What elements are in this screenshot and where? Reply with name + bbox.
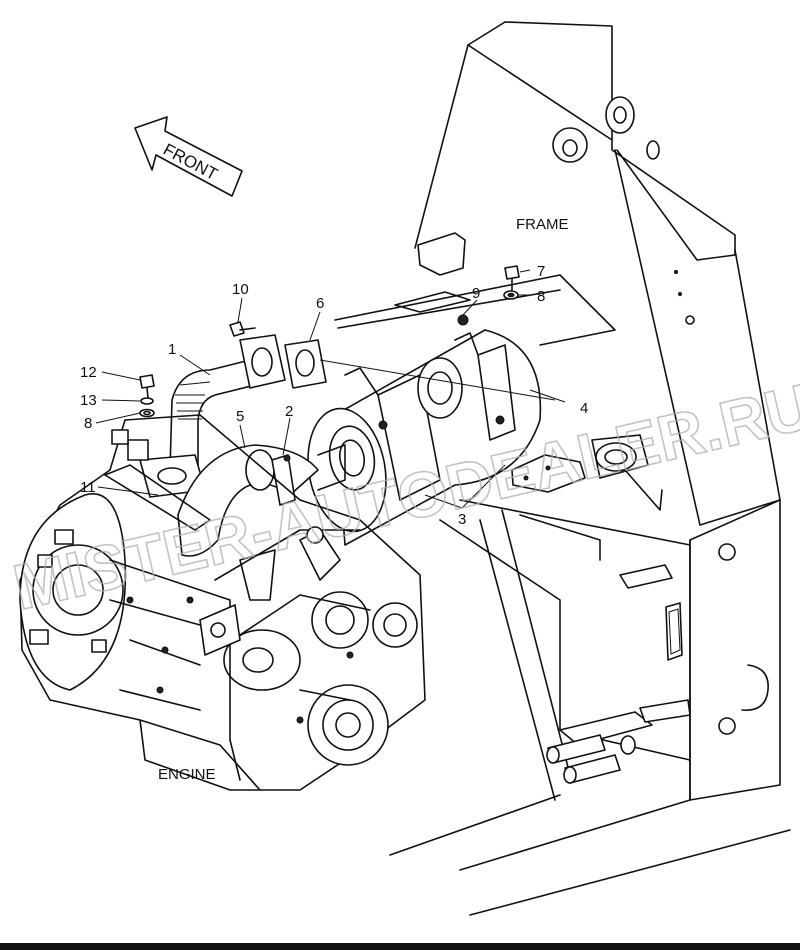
callout-3: 3	[458, 511, 466, 528]
callout-7: 7	[537, 263, 545, 280]
leader-lines	[95, 269, 566, 509]
engine	[19, 414, 426, 791]
callout-13: 13	[80, 392, 97, 409]
callout-6: 6	[316, 295, 324, 312]
frame-label: FRAME	[516, 216, 569, 233]
front-direction-arrow: FRONT	[134, 116, 243, 197]
callout-1: 1	[168, 341, 176, 358]
callout-11: 11	[80, 479, 96, 496]
exhaust-pipes	[139, 334, 346, 557]
callouts: 1 2 3 4 5 6 7 8 9 10 11 12 13 8	[80, 263, 588, 528]
fasteners	[139, 265, 520, 418]
callout-12: 12	[80, 364, 97, 381]
callout-2: 2	[285, 403, 293, 420]
callout-8-right: 8	[537, 288, 545, 305]
callout-9: 9	[472, 285, 480, 302]
bottom-border	[0, 943, 800, 950]
muffler	[307, 314, 542, 546]
callout-10: 10	[232, 281, 249, 298]
frame	[334, 21, 791, 916]
callout-5: 5	[236, 408, 244, 425]
engine-label: ENGINE	[158, 766, 216, 783]
callout-8-left: 8	[84, 415, 92, 432]
callout-4: 4	[580, 400, 588, 417]
